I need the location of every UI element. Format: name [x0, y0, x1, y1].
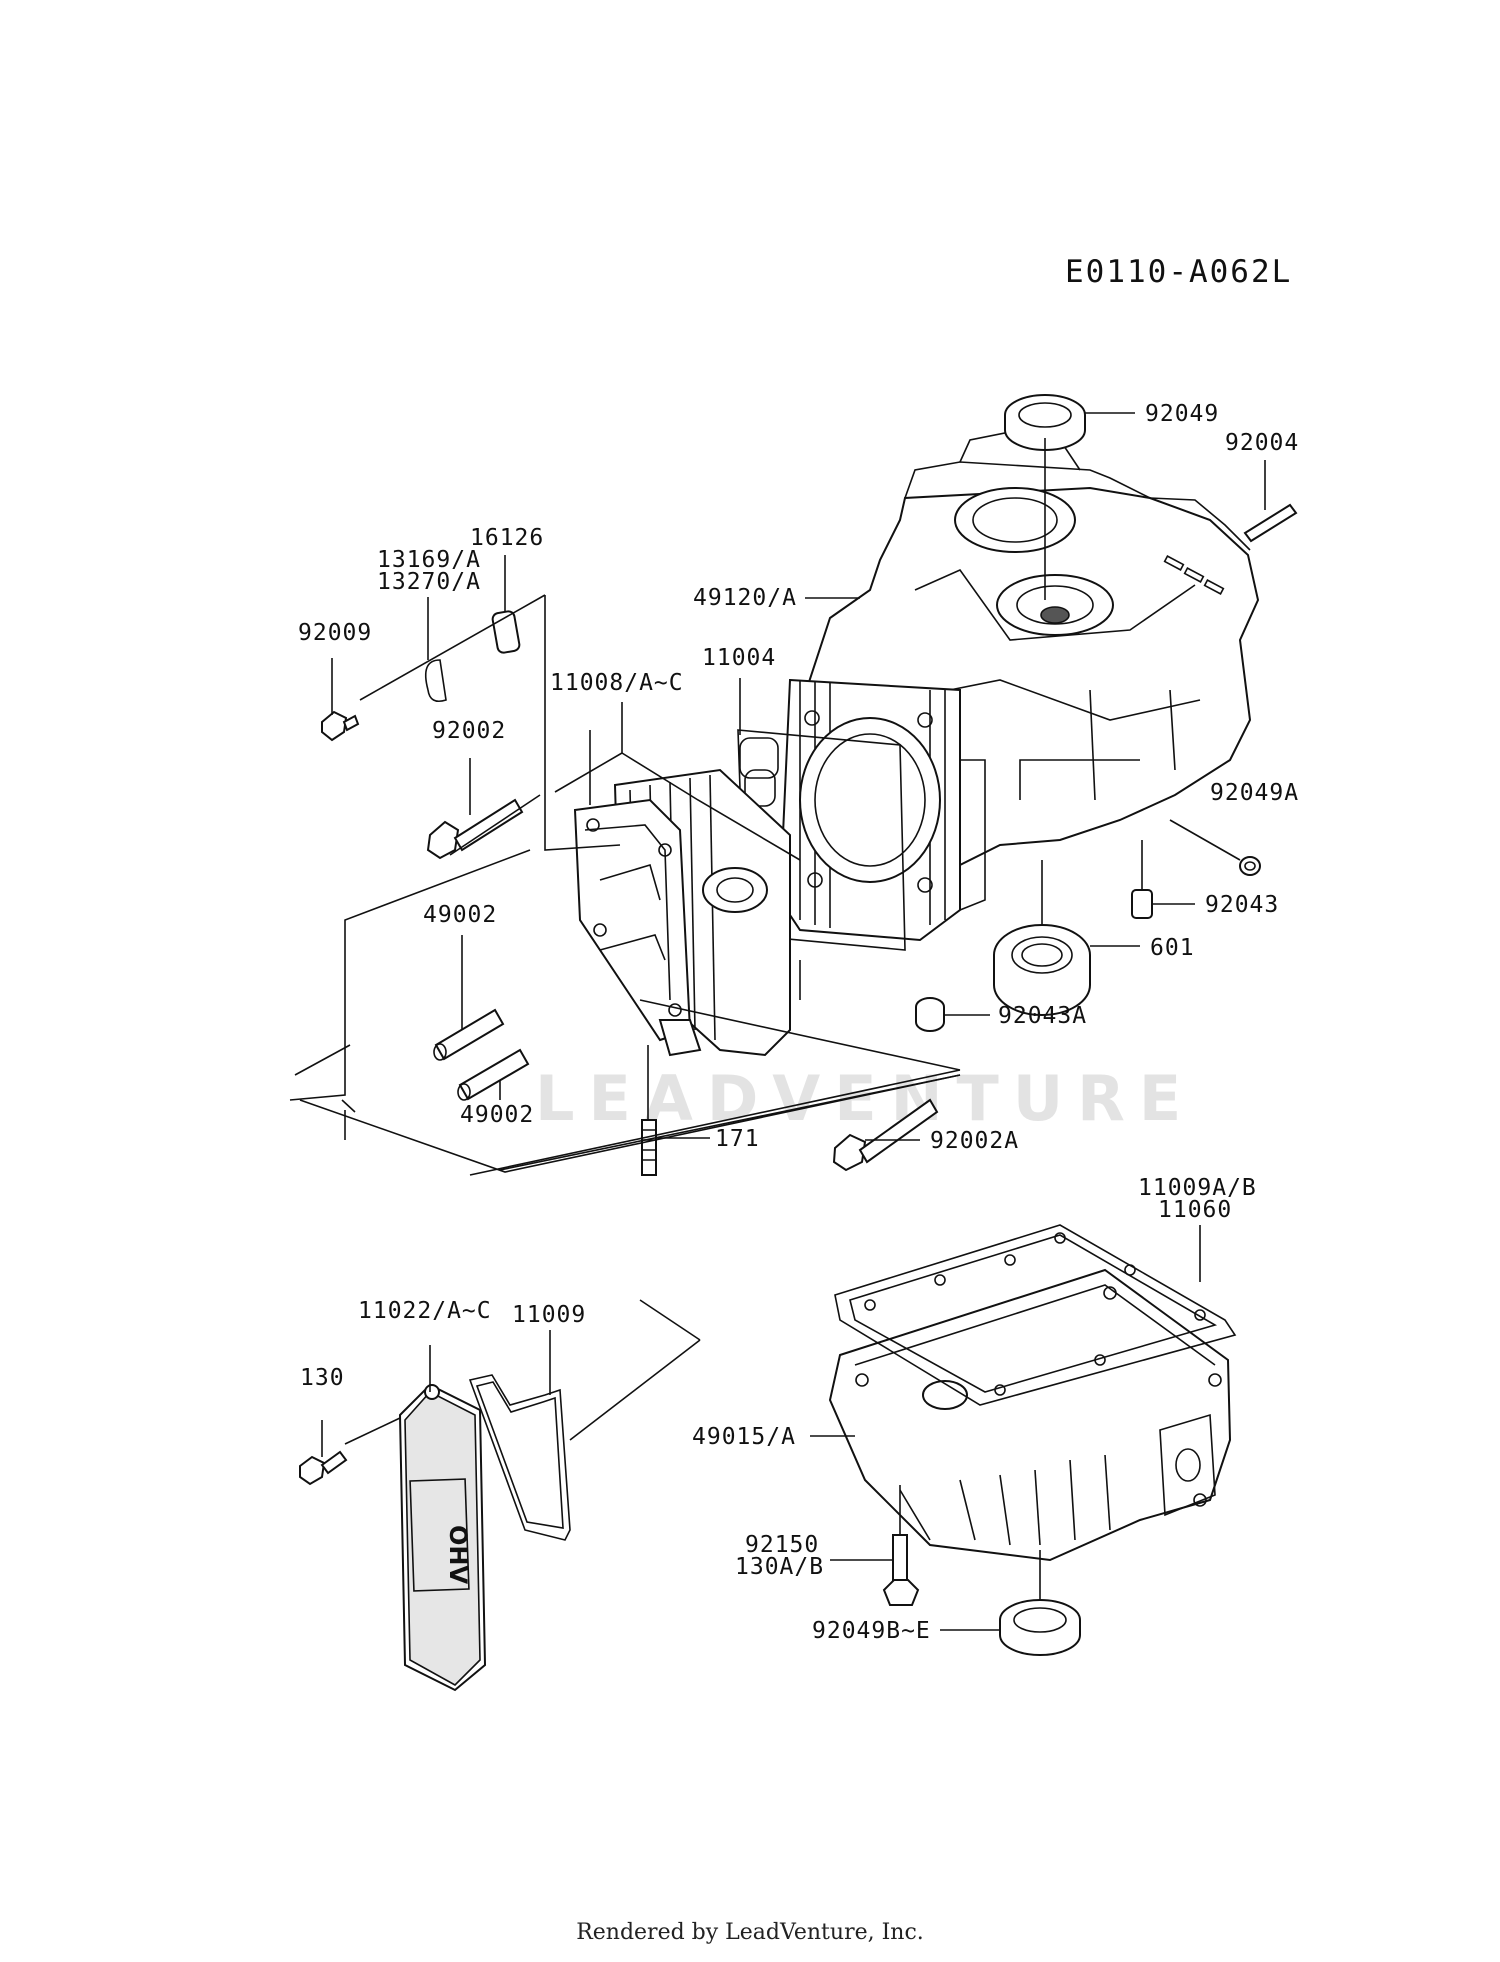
seal-92049A[interactable] [1239, 856, 1261, 876]
stud-171[interactable] [641, 1119, 657, 1176]
label-49120a[interactable]: 49120/A [693, 585, 797, 611]
oil-pan[interactable] [828, 1268, 1232, 1562]
oil-seal-bottom[interactable] [999, 1599, 1081, 1656]
oil-pan-gasket[interactable] [834, 1224, 1237, 1406]
leader-lines [289, 412, 1266, 1631]
label-92049be[interactable]: 92049B~E [812, 1618, 931, 1644]
label-130ab[interactable]: 130A/B [735, 1554, 824, 1580]
label-11060[interactable]: 11060 [1158, 1197, 1232, 1223]
label-92043[interactable]: 92043 [1205, 892, 1279, 918]
watermark: LEADVENTURE [535, 1062, 1195, 1135]
part-labels: 92049 92004 16126 13169/A 13270/A 49120/… [298, 401, 1299, 1644]
footer-credit: Rendered by LeadVenture, Inc. [576, 1920, 924, 1945]
clip-13169A[interactable] [424, 659, 447, 703]
bolt-92002[interactable] [426, 798, 524, 860]
dowel-pin-92043[interactable] [1131, 889, 1153, 919]
valve-guide-lower[interactable] [457, 1048, 530, 1101]
label-11009[interactable]: 11009 [512, 1302, 586, 1328]
label-92002[interactable]: 92002 [432, 718, 506, 744]
label-92150[interactable]: 92150 [745, 1532, 819, 1558]
ball-bearing[interactable] [993, 924, 1091, 1016]
cylinder-head[interactable] [573, 768, 791, 1057]
label-11008[interactable]: 11008/A~C [550, 670, 684, 696]
label-92049a[interactable]: 92049A [1210, 780, 1299, 806]
bolt-92009[interactable] [321, 710, 360, 742]
label-13270a[interactable]: 13270/A [377, 569, 481, 595]
label-130[interactable]: 130 [300, 1365, 345, 1391]
valve-cover[interactable]: OHV [398, 1383, 487, 1692]
valve-cover-gasket[interactable] [468, 1374, 571, 1541]
stud-92004[interactable] [1243, 503, 1298, 543]
valve-guide-upper[interactable] [433, 1008, 505, 1061]
label-11009ab[interactable]: 11009A/B [1138, 1175, 1257, 1201]
label-49002-upper[interactable]: 49002 [423, 902, 497, 928]
oil-seal-top[interactable] [1004, 394, 1086, 451]
label-49002-lower[interactable]: 49002 [460, 1102, 534, 1128]
label-11022[interactable]: 11022/A~C [358, 1298, 492, 1324]
bolt-130[interactable] [299, 1450, 348, 1486]
dowel-pin-92043A[interactable] [915, 997, 945, 1032]
label-601[interactable]: 601 [1150, 935, 1195, 961]
label-13169a[interactable]: 13169/A [377, 547, 481, 573]
label-16126[interactable]: 16126 [470, 525, 544, 551]
label-92004[interactable]: 92004 [1225, 430, 1299, 456]
bolt-92002A[interactable] [832, 1098, 939, 1172]
crankcase[interactable] [778, 429, 1260, 942]
diagram-code: E0110-A062L [1065, 254, 1292, 290]
label-92002a[interactable]: 92002A [930, 1128, 1019, 1154]
label-92049[interactable]: 92049 [1145, 401, 1219, 427]
label-92043a[interactable]: 92043A [998, 1003, 1087, 1029]
ohv-emblem: OHV [444, 1525, 472, 1584]
label-92009[interactable]: 92009 [298, 620, 372, 646]
label-11004[interactable]: 11004 [702, 645, 776, 671]
bolt-92150[interactable] [882, 1534, 920, 1606]
label-49015a[interactable]: 49015/A [692, 1424, 796, 1450]
label-171[interactable]: 171 [715, 1126, 760, 1152]
watermark-text: LEADVENTURE [535, 1062, 1195, 1135]
